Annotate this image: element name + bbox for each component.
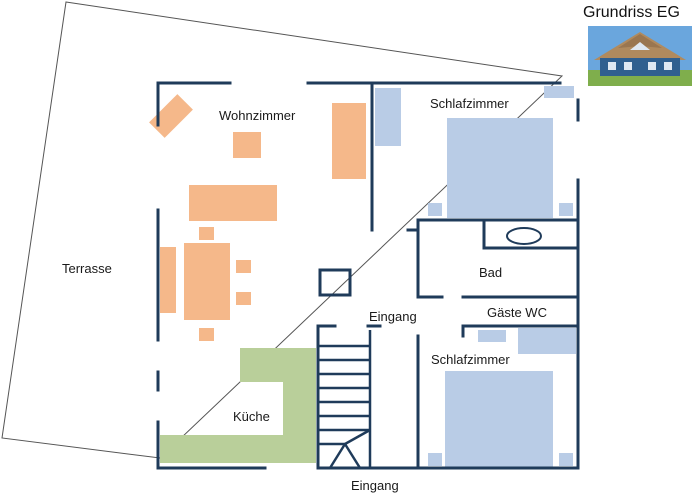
nightstand (559, 453, 573, 466)
label-eingang-aussen: Eingang (351, 478, 399, 493)
label-terrasse: Terrasse (62, 261, 112, 276)
label-eingang-innen: Eingang (369, 309, 417, 324)
bathtub-icon (506, 227, 542, 245)
chair (199, 227, 214, 240)
kitchen-counter (160, 348, 316, 463)
bed (447, 118, 553, 218)
nightstand (428, 453, 442, 466)
armchair (149, 94, 193, 138)
house-photo-icon (588, 26, 692, 86)
shelf (478, 330, 506, 342)
shelf (544, 86, 574, 98)
bed (445, 371, 553, 468)
label-gaeste-wc: Gäste WC (487, 305, 547, 320)
label-bad: Bad (479, 265, 502, 280)
nightstand (559, 203, 573, 216)
label-schlafzimmer-1: Schlafzimmer (430, 96, 509, 111)
chair (236, 260, 251, 273)
staircase-icon (318, 330, 372, 469)
bedroom-furniture (375, 86, 576, 468)
dining-table (184, 243, 230, 320)
coffee-table (233, 132, 261, 158)
wardrobe (375, 88, 401, 146)
label-schlafzimmer-2: Schlafzimmer (431, 352, 510, 367)
sofa (189, 185, 277, 221)
label-kueche: Küche (233, 409, 270, 424)
wardrobe (518, 328, 576, 354)
plan-title: Grundriss EG (583, 4, 680, 21)
chair (236, 292, 251, 305)
bench (160, 247, 176, 313)
chair (199, 328, 214, 341)
sideboard (332, 103, 366, 179)
nightstand (428, 203, 442, 216)
living-furniture (149, 94, 366, 341)
label-wohnzimmer: Wohnzimmer (219, 108, 296, 123)
walls (156, 81, 580, 470)
